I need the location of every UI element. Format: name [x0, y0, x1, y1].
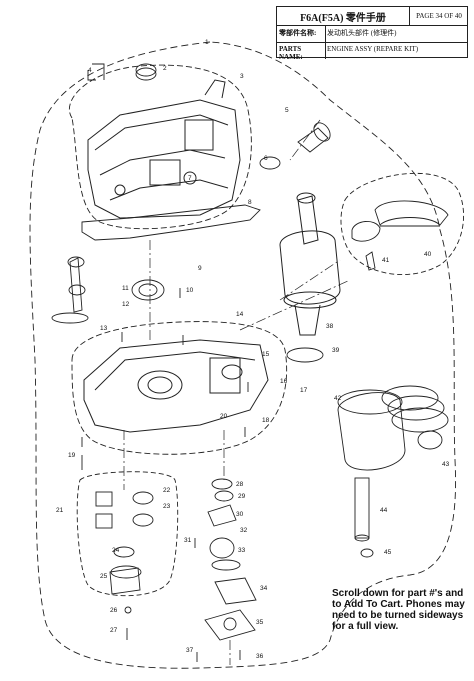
oil-pump-assembly: [204, 478, 257, 641]
callout-17: 17: [300, 387, 308, 394]
callout-2: 2: [163, 65, 167, 72]
callout-19: 19: [68, 452, 76, 459]
crankcase-group-boundary: [71, 321, 288, 455]
callout-1: 1: [205, 39, 209, 46]
callout-33: 33: [238, 547, 246, 554]
callout-42: 42: [334, 395, 342, 402]
callout-29: 29: [238, 493, 246, 500]
callout-37: 37: [186, 647, 194, 654]
callout-35: 35: [256, 619, 264, 626]
callout-22: 22: [163, 487, 171, 494]
callout-36: 36: [256, 653, 264, 660]
conrod-group-boundary: [340, 172, 465, 276]
callout-20: 20: [220, 413, 228, 420]
callout-16: 16: [280, 378, 288, 385]
callout-10: 10: [186, 287, 194, 294]
centre-lines: [123, 119, 351, 665]
callout-9: 9: [198, 265, 202, 272]
callout-34: 34: [260, 585, 268, 592]
parts-name-value-cn: 发动机头部件 (修理件): [327, 29, 397, 37]
pump-group-boundary: [76, 471, 179, 597]
callout-7: 7: [188, 175, 192, 182]
connecting-rod: [351, 200, 449, 271]
callout-41: 41: [382, 257, 390, 264]
page-indicator: PAGE 34 OF 40: [409, 7, 468, 25]
title-block: F6A(F5A) 零件手册 PAGE 34 OF 40 零部件名称: 发动机头部…: [276, 6, 468, 61]
housing-group-boundary: [69, 64, 252, 230]
callout-28: 28: [236, 481, 244, 488]
callout-25: 25: [100, 573, 108, 580]
callout-12: 12: [122, 301, 130, 308]
callout-3: 3: [240, 73, 244, 80]
parts-name-label-cn: 零部件名称:: [279, 29, 317, 37]
callout-32: 32: [240, 527, 248, 534]
callout-11: 11: [122, 285, 129, 292]
callout-45: 45: [384, 549, 392, 556]
cylinder-head-housing: [87, 79, 241, 219]
callout-38: 38: [326, 323, 334, 330]
head-gasket: [81, 204, 261, 241]
assembly-boundary: [29, 41, 456, 669]
parts-name-label-en: PARTS NAME:: [279, 45, 303, 61]
callout-4: 4: [88, 67, 92, 74]
water-pump-assembly: [95, 491, 154, 640]
callout-39: 39: [332, 347, 340, 354]
callout-23: 23: [163, 503, 171, 510]
seal-39: [286, 347, 324, 363]
model-title: F6A(F5A) 零件手册: [300, 13, 386, 24]
parts-name-value-en: ENGINE ASSY (REPARE KIT): [327, 45, 419, 53]
callout-40: 40: [424, 251, 432, 258]
callout-24: 24: [112, 547, 120, 554]
callout-26: 26: [110, 607, 118, 614]
callout-14: 14: [236, 311, 244, 318]
scroll-note: Scroll down for part #'s and to Add To C…: [332, 588, 465, 632]
bracket-symbol: [87, 63, 105, 81]
callout-18: 18: [262, 417, 270, 424]
callout-30: 30: [236, 511, 244, 518]
cap-4: [135, 63, 157, 81]
callout-27: 27: [110, 627, 118, 634]
callout-6: 6: [264, 155, 268, 162]
callout-43: 43: [442, 461, 450, 468]
callout-8: 8: [248, 199, 252, 206]
crankshaft: [279, 192, 341, 336]
callout-21: 21: [56, 507, 64, 514]
callout-15: 15: [262, 351, 270, 358]
bolts: [81, 288, 249, 662]
camshaft: [51, 256, 89, 324]
callout-13: 13: [100, 325, 108, 332]
callout-44: 44: [380, 507, 388, 514]
thermostat-cap: [259, 122, 331, 170]
callout-5: 5: [285, 107, 289, 114]
bearing-11: [131, 279, 165, 301]
crankcase: [83, 339, 269, 433]
piston-assembly: [337, 385, 449, 558]
callout-31: 31: [184, 537, 192, 544]
